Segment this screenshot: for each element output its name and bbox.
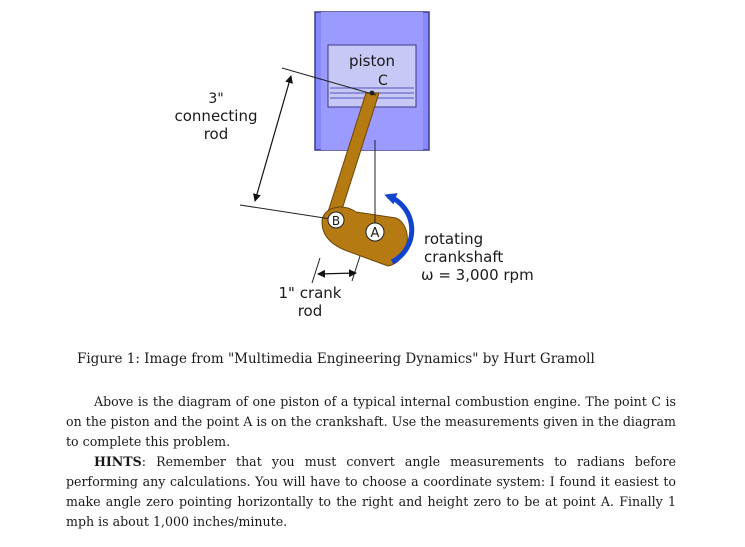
hints-label: HINTS: [94, 454, 142, 469]
paragraph-description: Above is the diagram of one piston of a …: [66, 394, 676, 449]
crank-rod-label-line2: rod: [298, 302, 323, 320]
figure-caption: Figure 1: Image from "Multimedia Enginee…: [77, 351, 595, 367]
rotating-label-line1: rotating: [424, 230, 483, 248]
connecting-rod-dimension: [253, 75, 293, 202]
point-a-marker: [365, 222, 385, 242]
point-b-label: B: [332, 214, 340, 228]
crank-rod-dimension: [317, 269, 357, 278]
point-b-marker: [327, 211, 345, 229]
rotating-label-line2: crankshaft: [424, 248, 503, 266]
connecting-rod-length-label: 3": [208, 91, 223, 107]
angular-speed-label: ω = 3,000 rpm: [421, 266, 534, 284]
connecting-rod-label-line2: rod: [204, 125, 229, 143]
crank-rod-label-line1: 1" crank: [278, 284, 341, 302]
point-c-label: C: [378, 73, 388, 89]
piston-label: piston: [349, 52, 395, 70]
paragraph-hints: HINTS: Remember that you must convert an…: [66, 452, 676, 532]
hints-body: : Remember that you must convert angle m…: [66, 454, 676, 529]
rotation-arrow: [384, 193, 415, 265]
connecting-rod-label-line1: connecting: [175, 107, 258, 125]
point-a-label: A: [371, 226, 380, 241]
piston-diagram: B A piston C 3" connecting rod rotating …: [175, 11, 534, 320]
